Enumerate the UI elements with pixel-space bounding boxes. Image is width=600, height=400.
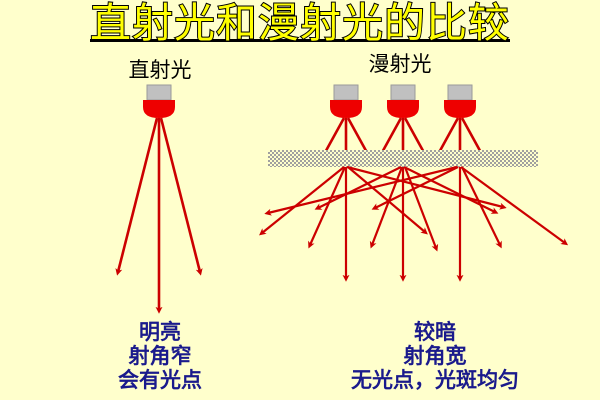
right-caption-line-3: 无光点，光斑均匀	[351, 368, 519, 392]
right-lamp-icon-1	[330, 84, 362, 118]
ray-left	[115, 117, 159, 276]
scattered-rays	[259, 165, 569, 282]
page-title: 直射光和漫射光的比较	[89, 0, 510, 48]
left-direct-rays	[115, 117, 203, 314]
right-lamp-icon-3	[444, 84, 476, 118]
left-caption-line-1: 明亮	[139, 320, 181, 344]
left-caption-line-3: 会有光点	[118, 368, 202, 392]
right-panel-caption: 较暗 射角宽 无光点，光斑均匀	[290, 320, 580, 392]
right-caption-line-2: 射角宽	[403, 344, 467, 368]
left-panel-caption: 明亮 射角窄 会有光点	[55, 320, 265, 392]
right-caption-line-1: 较暗	[414, 320, 456, 344]
hatched-surface-icon	[268, 150, 538, 167]
left-caption-line-2: 射角窄	[128, 344, 192, 368]
left-lamp-icon	[143, 84, 175, 118]
right-lamp-icon-2	[387, 84, 419, 118]
ray-right	[159, 117, 203, 276]
right-panel-label: 漫射光	[368, 52, 432, 76]
left-panel-label: 直射光	[128, 58, 192, 82]
